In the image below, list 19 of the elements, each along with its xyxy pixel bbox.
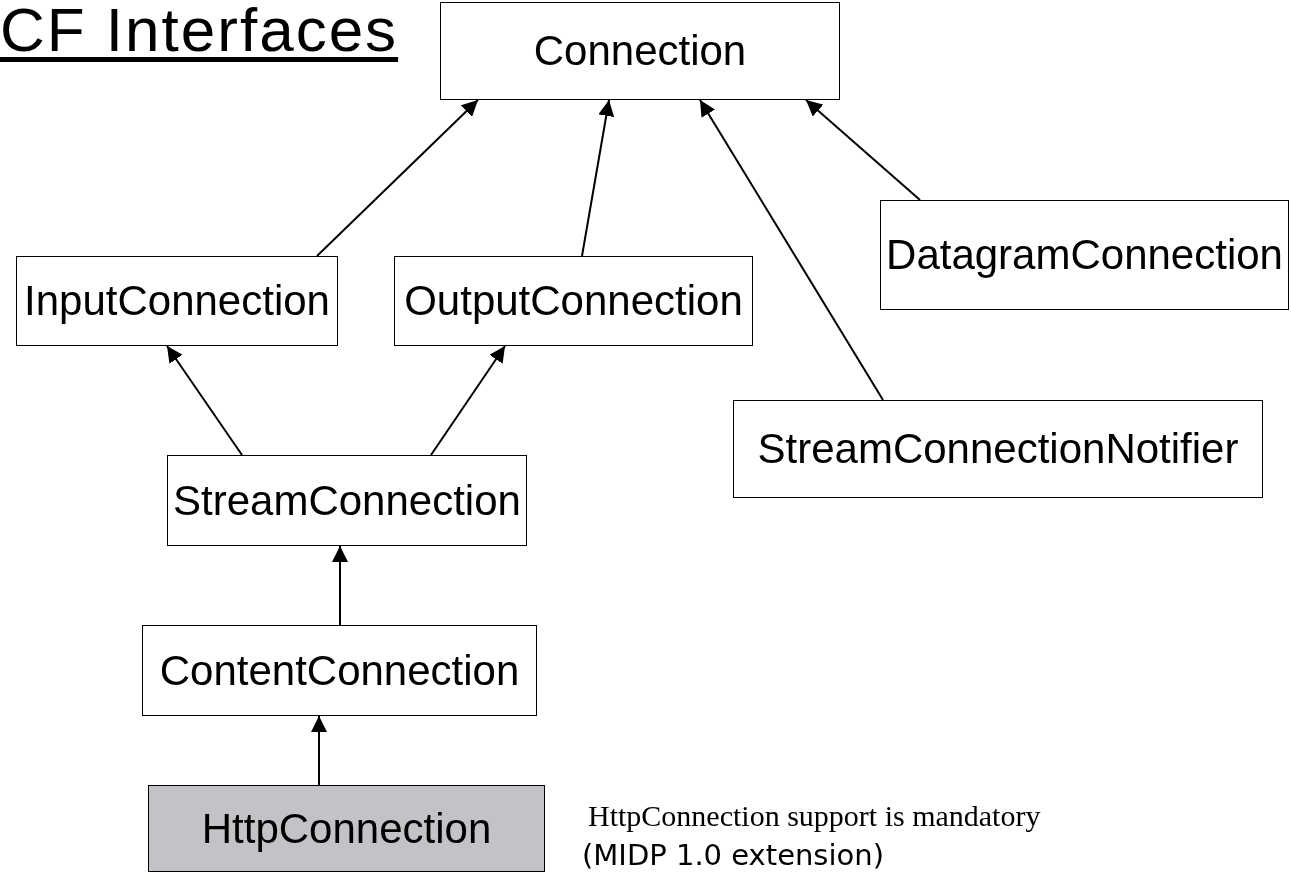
- inheritance-arrow: [332, 545, 348, 626]
- interface-box: ContentConnection: [142, 625, 537, 716]
- interface-box: StreamConnectionNotifier: [733, 400, 1263, 498]
- inheritance-arrow: [699, 99, 884, 401]
- interface-box: StreamConnection: [167, 455, 527, 546]
- interface-box: OutputConnection: [394, 256, 753, 346]
- interface-box: Connection: [440, 2, 840, 100]
- interface-box: DatagramConnection: [880, 200, 1289, 310]
- inheritance-arrow: [430, 345, 506, 456]
- slide-title: CF Interfaces: [0, 0, 399, 65]
- note-text: HttpConnection support is mandatory: [588, 800, 1041, 832]
- inheritance-arrow: [316, 99, 479, 257]
- inheritance-arrow: [311, 715, 327, 786]
- interface-box: InputConnection: [16, 256, 338, 346]
- inheritance-arrow: [581, 99, 615, 257]
- inheritance-arrow: [805, 99, 921, 201]
- note-subtext: (MIDP 1.0 extension): [582, 840, 884, 871]
- inheritance-arrow: [166, 345, 243, 456]
- interface-box: HttpConnection: [148, 785, 545, 872]
